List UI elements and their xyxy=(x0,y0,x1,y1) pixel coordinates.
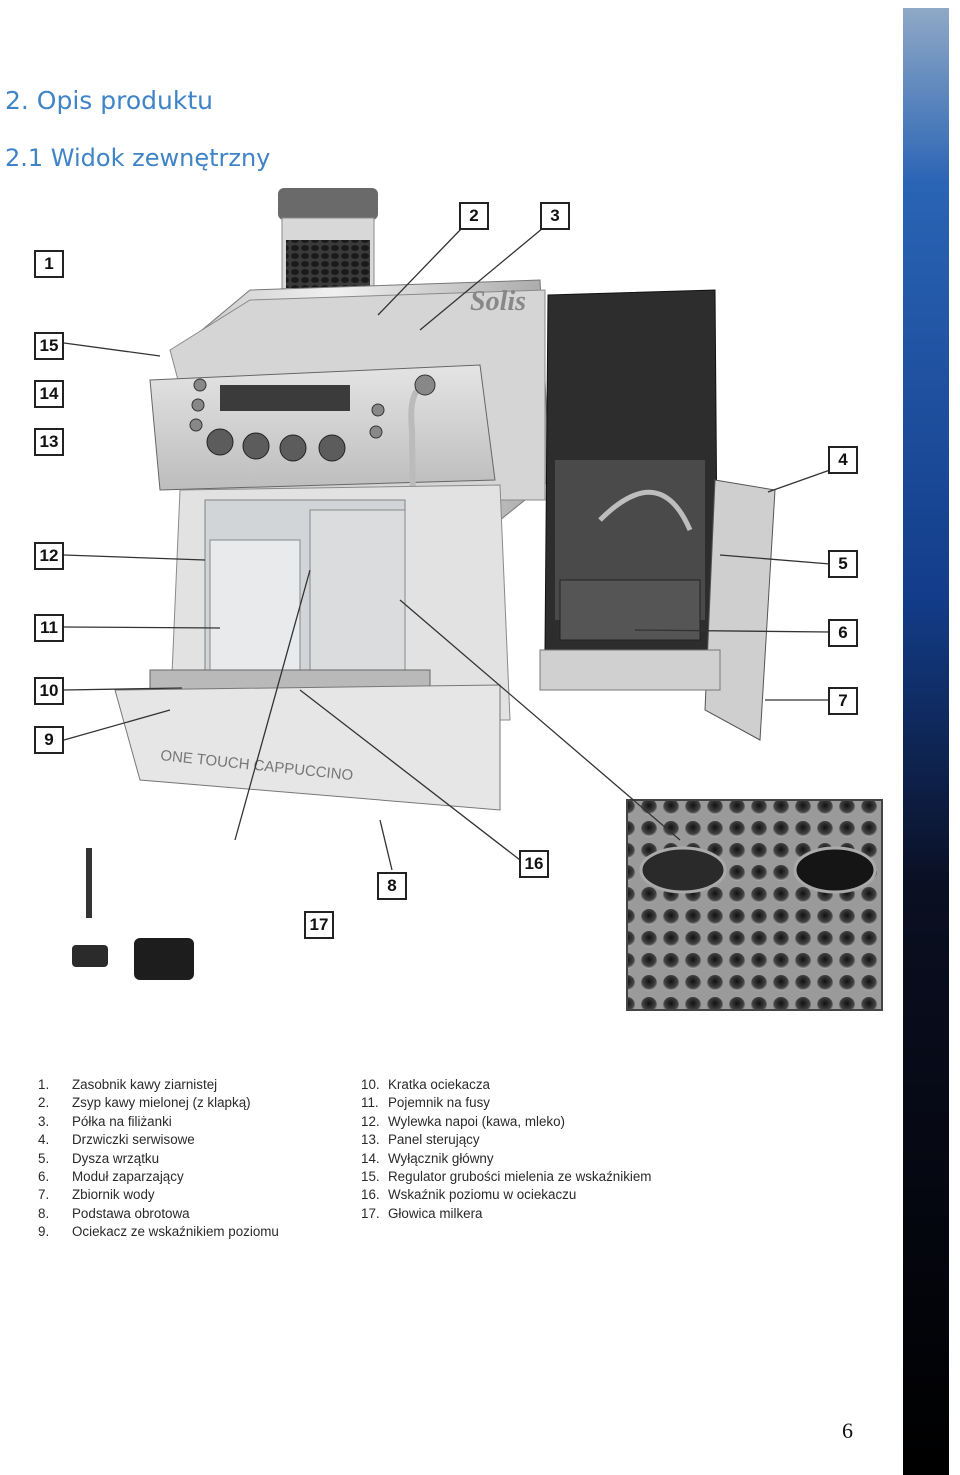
legend-item: 9.Ociekacz ze wskaźnikiem poziomu xyxy=(38,1224,279,1240)
callout-1: 1 xyxy=(34,250,64,278)
callout-13: 13 xyxy=(34,428,64,456)
product-illustration: Solis ONE TOUCH CAPPUCCINO xyxy=(63,188,883,1011)
callout-8: 8 xyxy=(377,872,407,900)
decorative-side-bar xyxy=(903,8,949,1475)
legend-right: 10.Kratka ociekacza 11.Pojemnik na fusy … xyxy=(361,1076,651,1223)
callout-17: 17 xyxy=(304,911,334,939)
callout-6: 6 xyxy=(828,619,858,647)
callout-16: 16 xyxy=(519,850,549,878)
legend-left: 1.Zasobnik kawy ziarnistej 2.Zsyp kawy m… xyxy=(38,1076,279,1242)
legend-item: 17.Głowica milkera xyxy=(361,1205,483,1221)
legend-item: 11.Pojemnik na fusy xyxy=(361,1095,490,1111)
legend-item: 13.Panel sterujący xyxy=(361,1132,480,1148)
callout-9: 9 xyxy=(34,726,64,754)
callout-14: 14 xyxy=(34,380,64,408)
legend-item: 2.Zsyp kawy mielonej (z klapką) xyxy=(38,1095,251,1111)
callout-3: 3 xyxy=(540,202,570,230)
legend-item: 1.Zasobnik kawy ziarnistej xyxy=(38,1077,218,1092)
callout-5: 5 xyxy=(828,550,858,578)
legend-item: 3.Półka na filiżanki xyxy=(38,1113,172,1129)
callout-4: 4 xyxy=(828,446,858,474)
section-title: 2. Opis produktu xyxy=(5,86,213,115)
legend-item: 10.Kratka ociekacza xyxy=(361,1077,490,1092)
legend-item: 6.Moduł zaparzający xyxy=(38,1169,184,1185)
legend-item: 7.Zbiornik wody xyxy=(38,1187,155,1203)
callout-10: 10 xyxy=(34,677,64,705)
product-figure: Solis ONE TOUCH CAPPUCCINO xyxy=(0,180,900,1040)
legend-item: 8.Podstawa obrotowa xyxy=(38,1205,190,1221)
callout-15: 15 xyxy=(34,332,64,360)
callout-7: 7 xyxy=(828,687,858,715)
legend-item: 15.Regulator grubości mielenia ze wskaźn… xyxy=(361,1169,652,1185)
callout-11: 11 xyxy=(34,614,64,642)
legend-item: 4.Drzwiczki serwisowe xyxy=(38,1132,195,1148)
legend-item: 14.Wyłącznik główny xyxy=(361,1150,494,1166)
legend-item: 16.Wskaźnik poziomu w ociekaczu xyxy=(361,1187,577,1203)
logo-text: Solis xyxy=(470,286,526,317)
callout-2: 2 xyxy=(459,202,489,230)
legend-item: 5.Dysza wrzątku xyxy=(38,1150,160,1166)
page-number: 6 xyxy=(842,1418,853,1443)
section-subtitle: 2.1 Widok zewnętrzny xyxy=(5,144,271,172)
callout-12: 12 xyxy=(34,542,64,570)
legend-item: 12.Wylewka napoi (kawa, mleko) xyxy=(361,1113,565,1129)
